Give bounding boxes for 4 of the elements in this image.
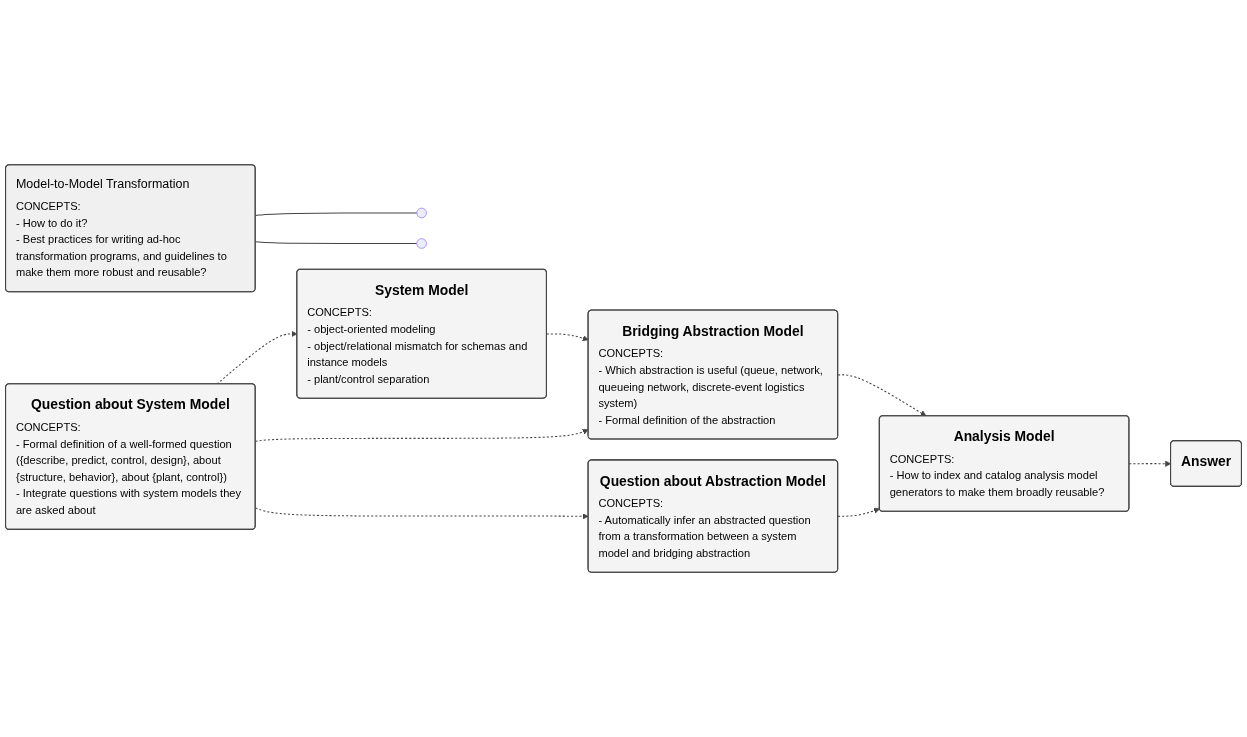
arrow <box>837 507 880 517</box>
connector <box>255 212 418 217</box>
arrow <box>837 374 927 417</box>
connector <box>255 241 418 245</box>
